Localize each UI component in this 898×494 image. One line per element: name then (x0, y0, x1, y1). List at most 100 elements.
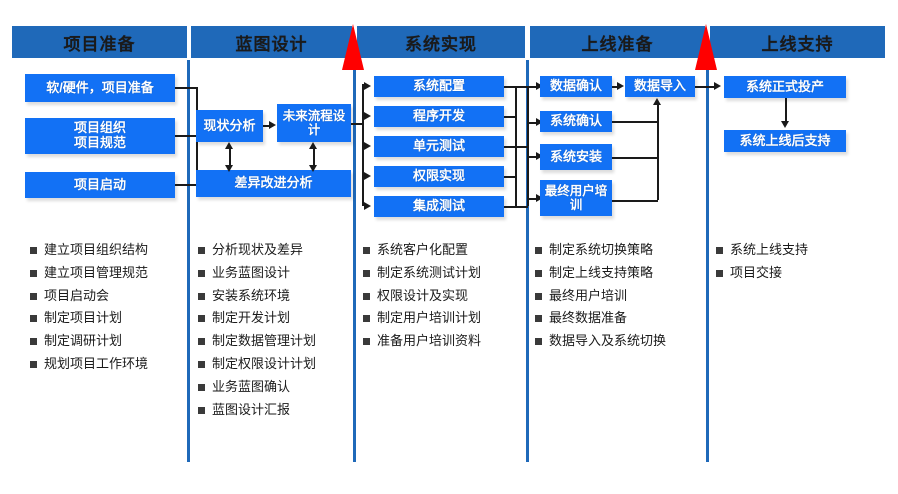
bullet-square-icon (30, 247, 37, 254)
list-item: 制定权限设计计划 (198, 355, 317, 371)
list-item-label: 制定系统测试计划 (377, 264, 482, 280)
list-item-label: 最终数据准备 (549, 310, 628, 326)
list-item-label: 规划项目工作环境 (44, 355, 149, 371)
box-hardware-software-prep[interactable]: 软/硬件，项目准备 (25, 74, 175, 102)
bullet-square-icon (30, 315, 37, 323)
list-item: 制定上线支持策略 (535, 264, 666, 280)
box-post-golive-support[interactable]: 系统上线后支持 (724, 130, 846, 152)
bullet-square-icon (30, 338, 37, 346)
list-item-label: 制定调研计划 (44, 333, 123, 349)
list-item: 制定开发计划 (198, 311, 316, 325)
list-item: 制定项目计划 (30, 311, 148, 325)
box-authorization-realization[interactable]: 权限实现 (374, 166, 504, 187)
box-gap-improvement-analysis[interactable]: 差异改进分析 (196, 170, 351, 197)
lane-divider-4 (706, 60, 709, 462)
arrow-icon-to-system-installation (536, 152, 543, 160)
list-item: 业务蓝图确认 (198, 378, 316, 394)
arrow-icon-gap-to-future-up (309, 142, 317, 149)
arrow-icon-to-data-confirmation (536, 82, 543, 90)
arrow-icon-riser-to-dataimport (653, 98, 661, 105)
list-item: 数据导入及系统切换 (535, 333, 666, 348)
list-item: 项目交接 (716, 265, 808, 280)
connector-c4-in-1 (527, 86, 537, 88)
connector-c4-in-4 (527, 198, 537, 200)
box-unit-testing[interactable]: 单元测试 (374, 136, 504, 157)
list-item: 业务蓝图设计 (198, 264, 316, 280)
bullet-list-project-preparation: 建立项目组织结构 建立项目管理规范 项目启动会 制定项目计划 制定调研计划 规划… (30, 242, 149, 380)
list-item-label: 项目启动会 (44, 287, 110, 303)
bullet-square-icon (198, 247, 205, 254)
bullet-square-icon (198, 315, 205, 323)
connector-analysis-to-gap (229, 146, 231, 168)
box-system-configuration[interactable]: 系统配置 (374, 76, 504, 97)
bullet-square-icon (198, 292, 205, 300)
list-item: 规划项目工作环境 (30, 355, 149, 371)
box-project-kickoff[interactable]: 项目启动 (25, 172, 175, 198)
connector-c3-b5-stub (504, 206, 528, 208)
list-item: 最终用户培训 (535, 288, 666, 303)
list-item-label: 权限设计及实现 (377, 287, 469, 303)
phase-header-golive-preparation: 上线准备 (530, 26, 705, 58)
connector-dataimport-to-golive (695, 86, 715, 88)
connector-c1-box2-stub (175, 135, 197, 137)
arrow-icon-to-program-development (364, 112, 371, 120)
milestone-arrow-icon-2 (695, 24, 717, 70)
bullet-square-icon (716, 269, 723, 277)
bullet-square-icon (535, 338, 542, 346)
box-enduser-training[interactable]: 最终用户培训 (540, 180, 612, 216)
bullet-square-icon (535, 315, 542, 323)
box-data-confirmation[interactable]: 数据确认 (540, 76, 612, 97)
list-item-label: 业务蓝图确认 (212, 378, 291, 394)
list-item-label: 制定权限设计计划 (212, 355, 317, 371)
list-item-label: 制定数据管理计划 (212, 333, 317, 349)
box-future-process-design[interactable]: 未来流程设计 (277, 104, 351, 142)
phase-header-golive-support: 上线支持 (710, 26, 885, 58)
bullet-square-icon (198, 360, 205, 368)
list-item-label: 制定系统切换策略 (549, 242, 654, 257)
connector-future-out-stub (351, 123, 363, 125)
box-data-import[interactable]: 数据导入 (625, 76, 695, 97)
connector-c3-b4-stub (504, 176, 516, 178)
list-item: 安装系统环境 (198, 288, 316, 303)
list-item: 制定数据管理计划 (198, 333, 317, 349)
arrow-icon-golive-to-support (781, 121, 789, 128)
list-item-label: 制定上线支持策略 (549, 264, 654, 280)
connector-c1-box1-stub (175, 87, 197, 89)
arrow-icon-gap-to-analysis-up (225, 142, 233, 149)
list-item: 制定系统测试计划 (363, 264, 482, 280)
arrow-icon-to-authorization-realization (364, 172, 371, 180)
box-official-golive[interactable]: 系统正式投产 (724, 76, 846, 98)
list-item-label: 建立项目组织结构 (44, 242, 149, 257)
connector-future-to-gap (313, 146, 315, 168)
connector-golive-to-support (785, 98, 787, 122)
box-project-org-standards[interactable]: 项目组织 项目规范 (25, 118, 175, 154)
list-item-label: 业务蓝图设计 (212, 264, 291, 280)
box-integration-testing[interactable]: 集成测试 (374, 196, 504, 217)
list-item: 分析现状及差异 (198, 242, 316, 257)
bullet-square-icon (363, 292, 370, 300)
bullet-square-icon (30, 292, 37, 300)
list-item-label: 制定项目计划 (44, 310, 123, 326)
bullet-square-icon (363, 338, 370, 346)
bullet-square-icon (535, 269, 542, 277)
bullet-list-golive-preparation: 制定系统切换策略 制定上线支持策略 最终用户培训 最终数据准备 数据导入及系统切… (535, 242, 666, 357)
connector-riser-to-dataimport (657, 104, 659, 200)
bullet-square-icon (363, 269, 370, 277)
arrow-icon-to-system-configuration (364, 82, 371, 90)
connector-training-right (612, 200, 658, 202)
box-program-development[interactable]: 程序开发 (374, 106, 504, 127)
arrow-icon-dataimport-to-golive (714, 82, 721, 90)
box-system-confirmation[interactable]: 系统确认 (540, 111, 612, 132)
list-item-label: 系统上线支持 (730, 242, 809, 257)
box-system-installation[interactable]: 系统安装 (540, 144, 612, 170)
box-current-state-analysis[interactable]: 现状分析 (196, 110, 263, 142)
phase-header-system-realization: 系统实现 (357, 26, 525, 58)
bullet-list-golive-support: 系统上线支持 项目交接 (716, 242, 809, 289)
list-item-label: 系统客户化配置 (377, 242, 469, 257)
list-item: 蓝图设计汇报 (198, 402, 316, 417)
milestone-arrow-icon-1 (342, 24, 364, 70)
bullet-list-system-realization: 系统客户化配置 制定系统测试计划 权限设计及实现 制定用户培训计划 准备用户培训… (363, 242, 482, 357)
connector-c1-box3-stub (175, 184, 197, 186)
arrow-icon-future-to-gap-down (309, 165, 317, 172)
connector-dataconfirm-to-dataimport (612, 86, 618, 88)
